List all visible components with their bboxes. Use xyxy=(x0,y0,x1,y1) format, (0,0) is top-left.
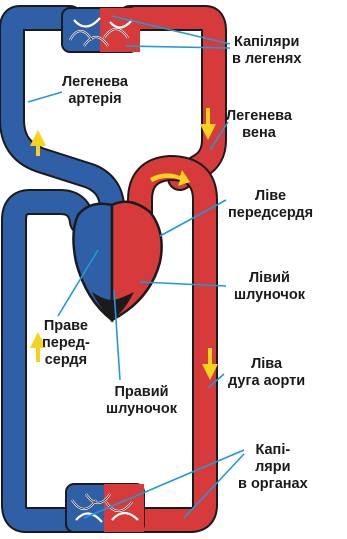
label-aortic-arch: Ліва дуга аорти xyxy=(228,356,305,390)
label-line: Ліве xyxy=(228,188,313,205)
label-line: Легенева xyxy=(226,108,292,125)
label-line: Капі- xyxy=(238,442,308,459)
label-line: артерія xyxy=(62,91,128,108)
organ-capillary-network xyxy=(66,484,144,532)
label-line: в легенях xyxy=(232,51,301,68)
label-line: шлуночок xyxy=(106,401,177,418)
label-line: Лівий xyxy=(234,270,305,287)
label-line: Капіляри xyxy=(232,34,301,51)
label-pulmonary-vein: Легенева вена xyxy=(226,108,292,142)
label-line: шлуночок xyxy=(234,287,305,304)
label-line: Праве xyxy=(42,318,90,335)
label-left-ventricle: Лівий шлуночок xyxy=(234,270,305,304)
label-lung-capillaries: Капіляри в легенях xyxy=(232,34,301,68)
label-pulmonary-artery: Легенева артерія xyxy=(62,74,128,108)
label-right-atrium: Праве перед- сердя xyxy=(42,318,90,369)
label-line: ляри xyxy=(238,459,308,476)
label-line: сердя xyxy=(42,352,90,369)
label-right-ventricle: Правий шлуночок xyxy=(106,384,177,418)
label-line: передсердя xyxy=(228,205,313,222)
label-line: перед- xyxy=(42,335,90,352)
heart xyxy=(73,202,161,320)
label-line: Ліва xyxy=(228,356,305,373)
label-line: в органах xyxy=(238,476,308,493)
label-left-atrium: Ліве передсердя xyxy=(228,188,313,222)
label-line: Легенева xyxy=(62,74,128,91)
label-line: Правий xyxy=(106,384,177,401)
label-line: дуга аорти xyxy=(228,373,305,390)
label-organ-capillaries: Капі- ляри в органах xyxy=(238,442,308,493)
label-line: вена xyxy=(226,125,292,142)
